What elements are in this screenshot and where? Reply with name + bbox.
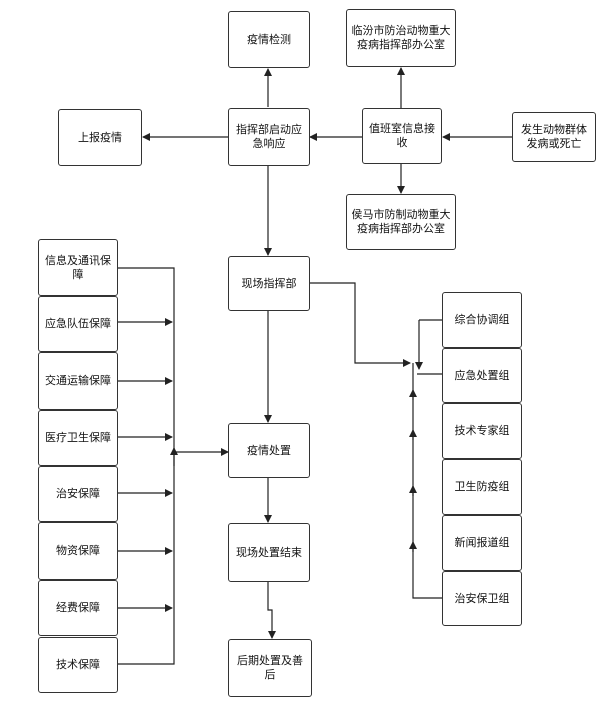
group-box: 治安保卫组	[442, 571, 522, 626]
box-onsite-end: 现场处置结束	[228, 523, 310, 582]
group-box: 技术专家组	[442, 403, 522, 459]
support-box: 经费保障	[38, 580, 118, 636]
group-box: 新闻报道组	[442, 515, 522, 571]
support-top-connector	[118, 267, 175, 665]
support-box: 物资保障	[38, 522, 118, 580]
box-onsite-hq: 现场指挥部	[228, 256, 310, 311]
box-epidemic-handling: 疫情处置	[228, 423, 310, 478]
group-box: 综合协调组	[442, 292, 522, 348]
support-box: 应急队伍保障	[38, 296, 118, 352]
support-box: 信息及通讯保障	[38, 239, 118, 296]
box-animal-death: 发生动物群体发病或死亡	[512, 112, 596, 162]
support-box: 技术保障	[38, 637, 118, 693]
arrow-onsite-to-groups	[310, 282, 411, 367]
support-box: 交通运输保障	[38, 352, 118, 410]
box-duty-room: 值班室信息接收	[362, 108, 442, 164]
box-houma-office: 侯马市防制动物重大疫病指挥部办公室	[346, 194, 456, 250]
box-aftermath: 后期处置及善后	[228, 639, 312, 697]
box-hq-activate: 指挥部启动应急响应	[228, 108, 310, 166]
groups-spine	[412, 363, 442, 599]
support-box: 治安保障	[38, 466, 118, 522]
box-epidemic-detection: 疫情检测	[228, 11, 310, 68]
box-report-epidemic: 上报疫情	[58, 109, 142, 166]
group-box: 应急处置组	[442, 348, 522, 403]
support-box: 医疗卫生保障	[38, 410, 118, 466]
arrow-end-to-aftermath	[267, 582, 276, 639]
group-box: 卫生防疫组	[442, 459, 522, 515]
box-linfen-office: 临汾市防治动物重大疫病指挥部办公室	[346, 9, 456, 67]
